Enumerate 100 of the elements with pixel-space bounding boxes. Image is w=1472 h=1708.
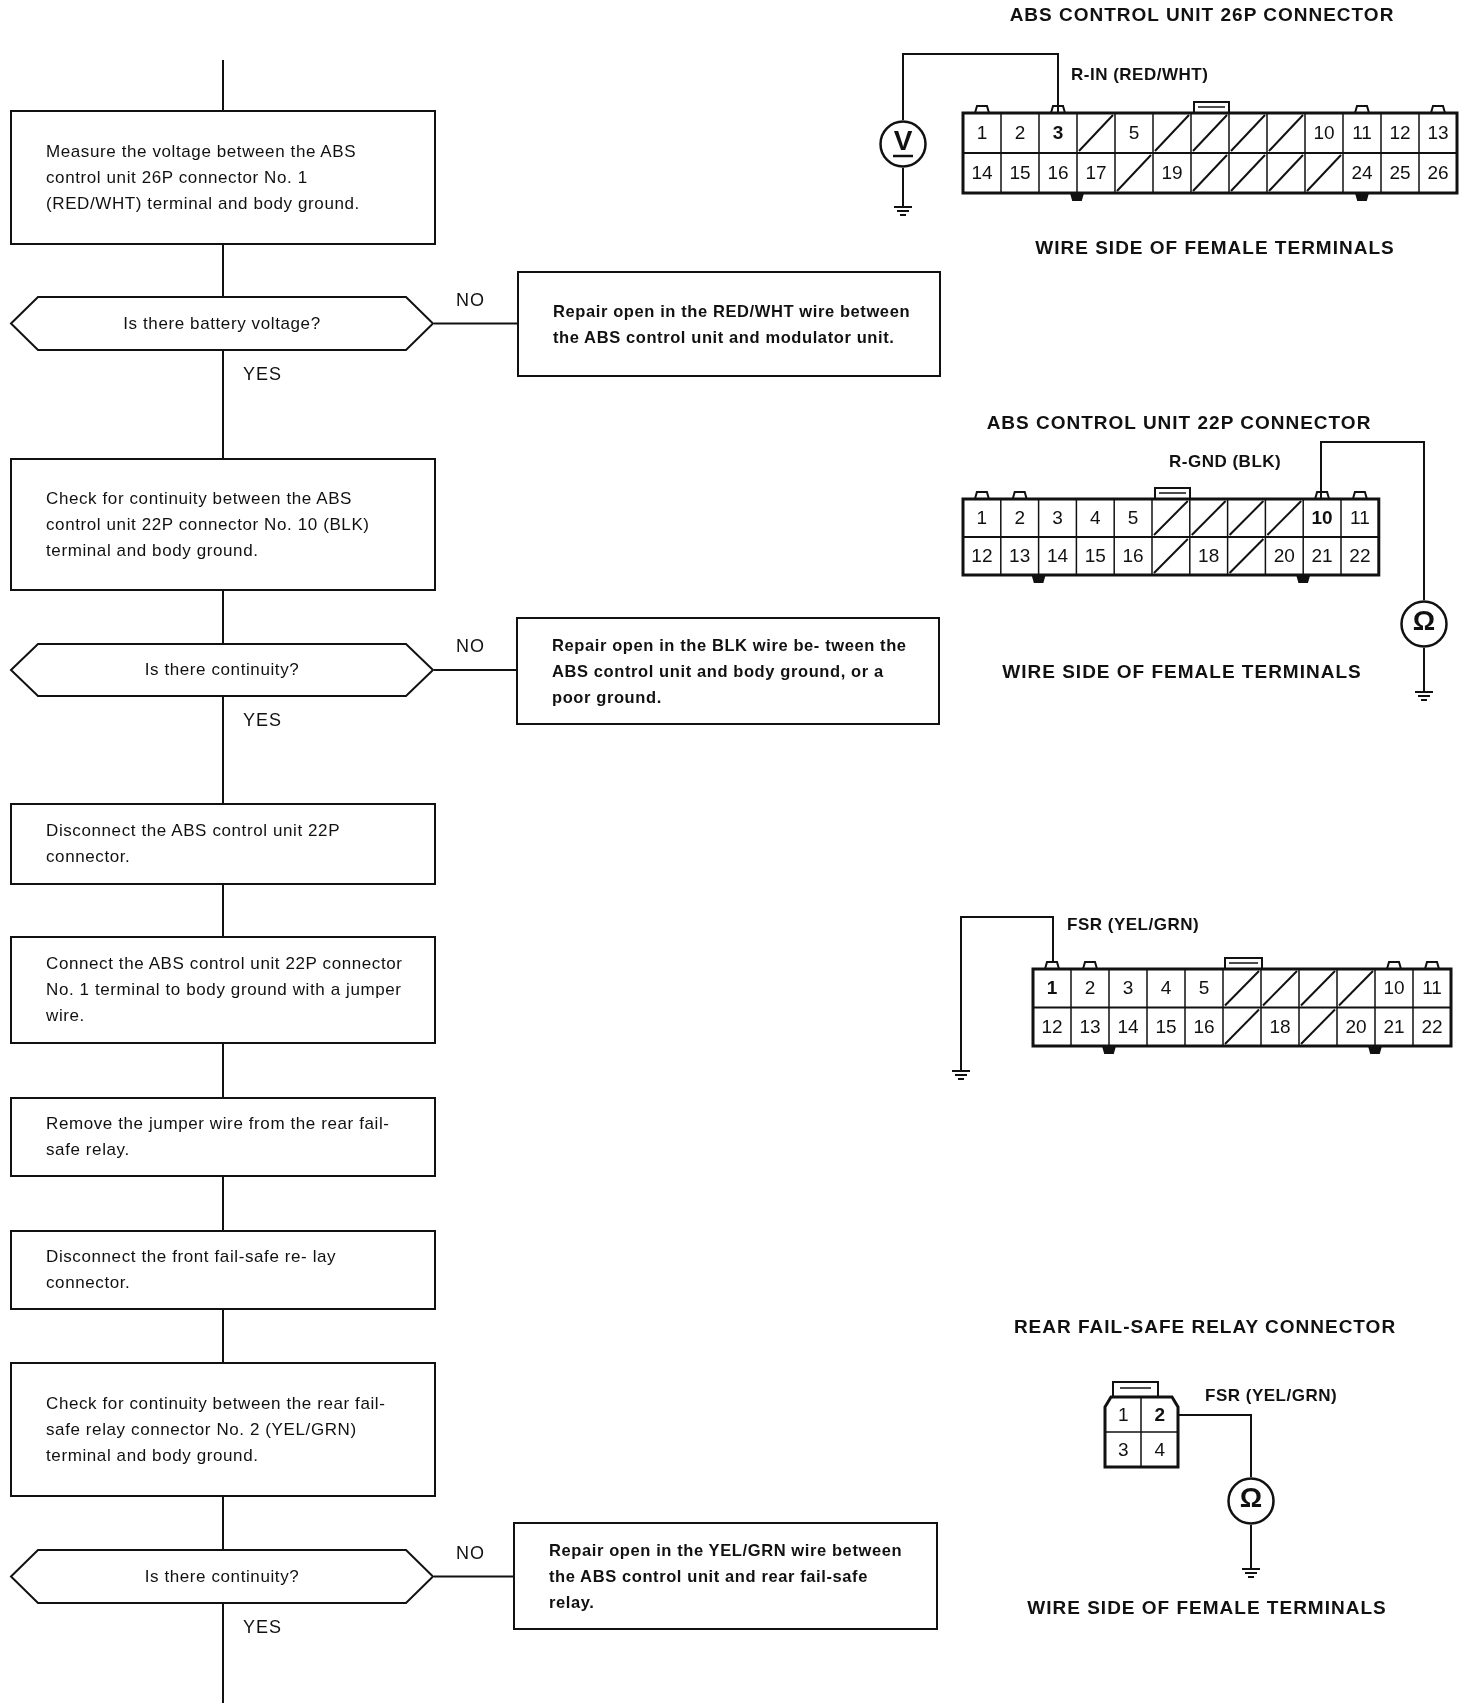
step-text: Disconnect the front fail-safe re- lay connector. xyxy=(46,1246,338,1294)
flow-line xyxy=(222,59,224,111)
process-box xyxy=(10,936,436,1044)
pin-number: 5 xyxy=(1128,122,1140,144)
pin-number: 17 xyxy=(1085,162,1107,184)
connector-title: REAR FAIL-SAFE RELAY CONNECTOR xyxy=(1013,1316,1397,1338)
connector-title: ABS CONTROL UNIT 22P CONNECTOR xyxy=(986,412,1372,434)
connector-title: ABS CONTROL UNIT 26P CONNECTOR xyxy=(1009,4,1395,26)
pin-number: 4 xyxy=(1160,977,1172,1000)
question-text: Is there continuity? xyxy=(144,1565,300,1588)
pin-number: 12 xyxy=(971,545,993,567)
step-text: Repair open in the BLK wire be- tween the ABS control unit and body ground, or a poor ground. xyxy=(552,635,908,708)
wire-label: R-IN (RED/WHT) xyxy=(1071,65,1209,85)
pin-number: 12 xyxy=(1041,1015,1063,1038)
view-note: WIRE SIDE OF FEMALE TERMINALS xyxy=(1027,1597,1387,1619)
flow-line xyxy=(433,669,517,671)
pin-number: 2 xyxy=(1014,122,1026,144)
repair-box xyxy=(516,617,940,725)
step-text: Repair open in the YEL/GRN wire between the ABS control unit and rear fail-safe relay. xyxy=(549,1540,904,1613)
pin-number: 10 xyxy=(1313,122,1335,144)
pin-number: 2 xyxy=(1154,1403,1166,1426)
pin-number: 14 xyxy=(971,162,993,184)
pin-number: 1 xyxy=(1046,977,1058,1000)
meter-letter: Ω xyxy=(1412,607,1436,635)
pin-number: 5 xyxy=(1198,977,1210,1000)
flow-line xyxy=(222,696,224,804)
meter-letter: Ω xyxy=(1239,1484,1263,1512)
edge-label: NO xyxy=(456,636,485,657)
wire-label: FSR (YEL/GRN) xyxy=(1205,1386,1338,1406)
pin-number: 20 xyxy=(1345,1015,1367,1038)
process-box xyxy=(10,110,436,245)
relay-connector-drawing xyxy=(1103,1381,1180,1469)
pin-number: 15 xyxy=(1084,545,1106,567)
pin-number: 3 xyxy=(1052,507,1063,529)
step-text: Check for continuity between the rear fail-safe relay connector No. 2 (YEL/GRN) terminal and body ground. xyxy=(46,1392,387,1467)
pin-number: 10 xyxy=(1383,977,1405,1000)
probe-wire xyxy=(1320,441,1425,601)
pin-number: 14 xyxy=(1117,1015,1139,1038)
process-box xyxy=(10,1362,436,1497)
flow-line xyxy=(222,1043,224,1098)
pin-number: 26 xyxy=(1427,162,1449,184)
edge-label: YES xyxy=(243,1617,283,1638)
pin-number: 16 xyxy=(1193,1015,1215,1038)
edge-label: NO xyxy=(456,289,485,311)
view-note: WIRE SIDE OF FEMALE TERMINALS xyxy=(1002,661,1362,683)
pin-number: 24 xyxy=(1351,162,1373,184)
flow-line xyxy=(222,244,224,297)
connector-drawing xyxy=(961,101,1459,201)
pin-number: 1 xyxy=(976,507,988,529)
repair-box xyxy=(513,1522,938,1630)
repair-box xyxy=(517,271,941,377)
step-text: Repair open in the RED/WHT wire between the ABS control unit and modulator unit. xyxy=(553,301,911,348)
process-box xyxy=(10,1097,436,1177)
pin-number: 11 xyxy=(1422,977,1442,1000)
process-box xyxy=(10,458,436,591)
flow-line xyxy=(222,350,224,459)
probe-wire xyxy=(902,53,1059,121)
connector-drawing xyxy=(961,487,1381,583)
wire-label: FSR (YEL/GRN) xyxy=(1067,915,1200,935)
question-text: Is there continuity? xyxy=(144,659,300,681)
pin-number: 16 xyxy=(1122,545,1144,567)
flow-line xyxy=(433,322,518,325)
pin-number: 12 xyxy=(1389,122,1411,144)
edge-label: YES xyxy=(243,364,283,385)
pin-number: 4 xyxy=(1090,507,1101,529)
pin-number: 18 xyxy=(1198,545,1220,567)
pin-number: 21 xyxy=(1383,1015,1405,1038)
pin-number: 22 xyxy=(1421,1015,1443,1038)
pin-number: 3 xyxy=(1052,122,1064,144)
pin-number: 11 xyxy=(1352,122,1372,144)
question-text: Is there battery voltage? xyxy=(123,312,321,335)
flow-line xyxy=(222,884,224,937)
pin-number: 21 xyxy=(1311,545,1333,567)
pin-number: 19 xyxy=(1161,162,1183,184)
flow-line xyxy=(222,590,224,644)
pin-number: 16 xyxy=(1047,162,1069,184)
pin-number: 11 xyxy=(1350,507,1370,529)
flow-line xyxy=(433,1575,514,1578)
edge-label: NO xyxy=(456,1542,485,1564)
step-text: Check for continuity between the ABS control unit 22P connector No. 10 (BLK) terminal and body ground. xyxy=(46,487,371,562)
edge-label: YES xyxy=(243,710,283,731)
view-note: WIRE SIDE OF FEMALE TERMINALS xyxy=(1035,237,1395,259)
pin-number: 18 xyxy=(1269,1015,1291,1038)
flow-line xyxy=(222,1603,224,1704)
step-text: Measure the voltage between the ABS control unit 26P connector No. 1 (RED/WHT) terminal and body ground. xyxy=(46,140,361,215)
pin-number: 2 xyxy=(1084,977,1096,1000)
pin-number: 13 xyxy=(1009,545,1031,567)
pin-number: 13 xyxy=(1079,1015,1101,1038)
pin-number: 1 xyxy=(976,122,988,144)
pin-number: 20 xyxy=(1273,545,1295,567)
meter-letter: V xyxy=(893,127,913,155)
pin-number: 3 xyxy=(1117,1438,1129,1461)
pin-number: 25 xyxy=(1389,162,1411,184)
process-box xyxy=(10,803,436,885)
pin-number: 4 xyxy=(1154,1438,1166,1461)
pin-number: 5 xyxy=(1127,507,1139,529)
pin-number: 3 xyxy=(1122,977,1134,1000)
process-box xyxy=(10,1230,436,1310)
step-text: Remove the jumper wire from the rear fail-safe relay. xyxy=(46,1113,391,1161)
pin-number: 14 xyxy=(1046,545,1069,567)
